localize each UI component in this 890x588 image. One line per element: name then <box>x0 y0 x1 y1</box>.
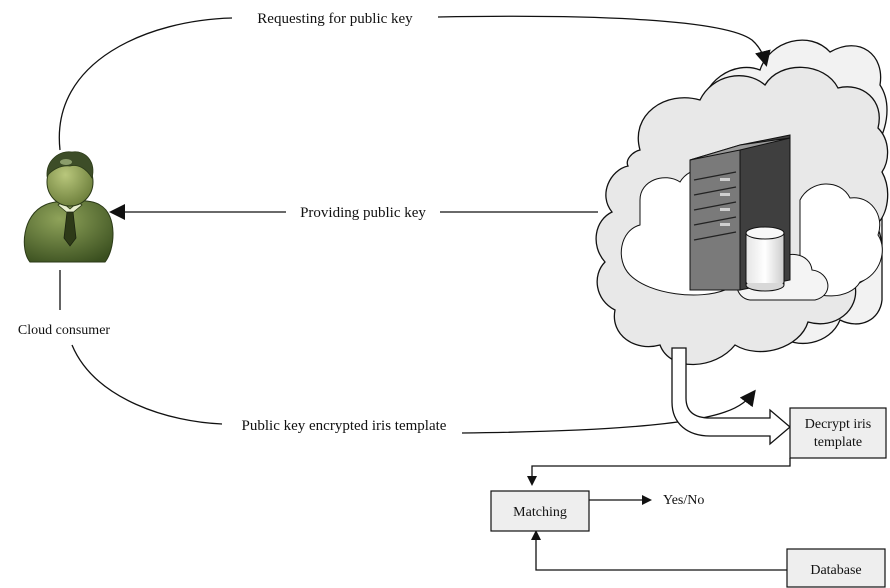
decrypt-to-matching-arrow <box>527 458 791 486</box>
encrypted-arrow <box>71 344 223 425</box>
person-tie <box>63 211 77 247</box>
cloud-server-group <box>595 39 889 366</box>
encrypted-label: Public key encrypted iris template <box>242 418 447 434</box>
decrypt-box-label-line2: template <box>814 435 862 450</box>
decrypt-box-label-line1: Decrypt iris <box>805 417 871 432</box>
request-arrow-tail <box>437 15 771 67</box>
request-arrow <box>58 17 233 151</box>
request-label: Requesting for public key <box>257 11 413 27</box>
decrypt-box: Decrypt iris template <box>789 407 887 459</box>
matching-box-label: Matching <box>513 505 567 520</box>
database-box: Database <box>786 548 886 588</box>
matching-box: Matching <box>490 490 590 532</box>
provide-label: Providing public key <box>300 205 426 221</box>
cloud-inner-right <box>799 183 883 297</box>
decrypt-flow-arrow <box>671 347 792 446</box>
result-label: Yes/No <box>663 493 704 508</box>
database-to-matching-arrow <box>531 530 788 571</box>
cloud-consumer-label: Cloud consumer <box>18 323 110 338</box>
database-cylinder-icon <box>745 226 785 292</box>
database-box-label: Database <box>810 563 861 578</box>
cloud-consumer-avatar <box>23 151 114 263</box>
